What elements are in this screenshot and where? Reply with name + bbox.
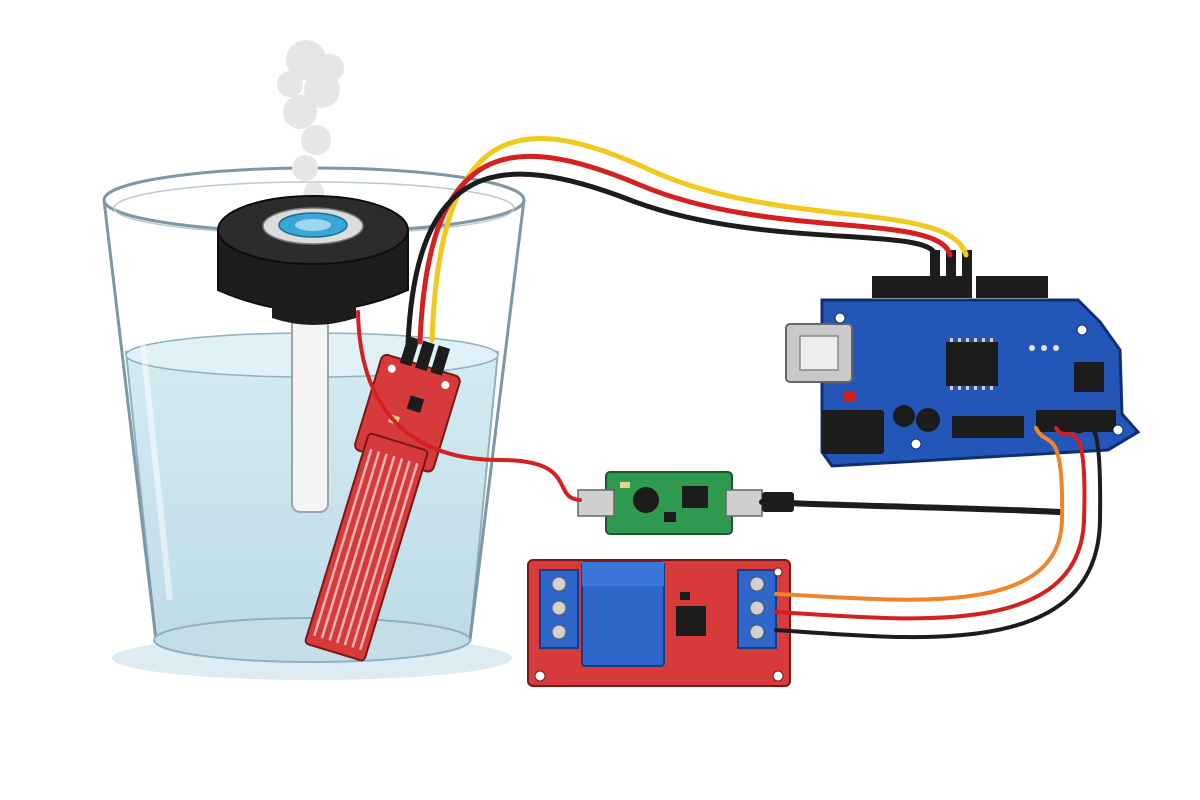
relay-power-wire-red bbox=[774, 426, 1087, 621]
usb-cable-black bbox=[759, 499, 1063, 515]
water-level-sensor-icon bbox=[304, 336, 461, 662]
relay-module-icon bbox=[527, 559, 791, 687]
relay-signal-wire-orange bbox=[774, 426, 1065, 602]
relay-ground-wire-black bbox=[774, 425, 1103, 640]
wires bbox=[356, 135, 1103, 640]
usb-power-module-icon bbox=[577, 471, 763, 535]
mist-icon bbox=[277, 40, 344, 202]
ultrasonic-mist-maker-icon bbox=[217, 40, 409, 513]
ground-wire-black bbox=[405, 171, 938, 347]
mist-power-wire-red bbox=[356, 310, 582, 502]
arduino-uno-board-icon bbox=[785, 250, 1141, 468]
